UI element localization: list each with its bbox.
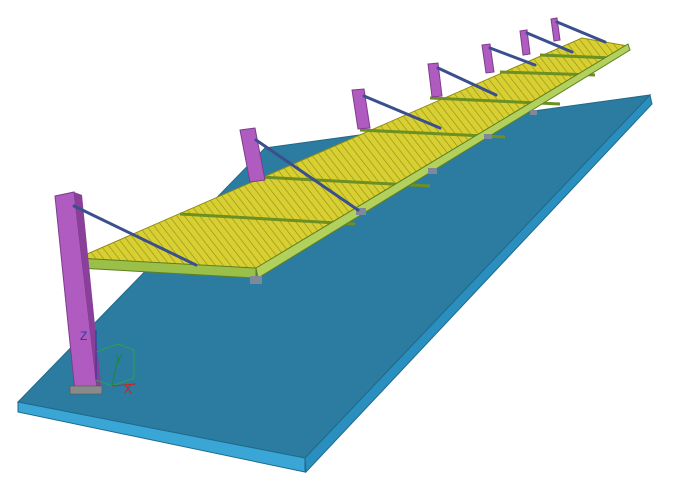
slab-right-face [304,93,653,474]
axis-z-label: Z [80,329,87,343]
column-1[interactable] [54,191,103,395]
column-6[interactable] [519,29,531,56]
column-4[interactable] [427,62,443,98]
axis-triad: Z Y X [80,329,137,396]
tie-rods[interactable] [72,20,607,267]
column-2[interactable] [239,127,266,183]
slab-front-face [17,401,306,473]
column-3[interactable] [351,88,371,130]
deck-support-plates [250,110,537,284]
deck-side-beam [255,43,631,279]
ground-slab[interactable] [16,93,653,474]
axis-x-label: X [124,382,132,396]
axis-y-label: Y [115,352,123,366]
column-5[interactable] [481,43,495,74]
canopy-deck[interactable] [75,37,631,279]
